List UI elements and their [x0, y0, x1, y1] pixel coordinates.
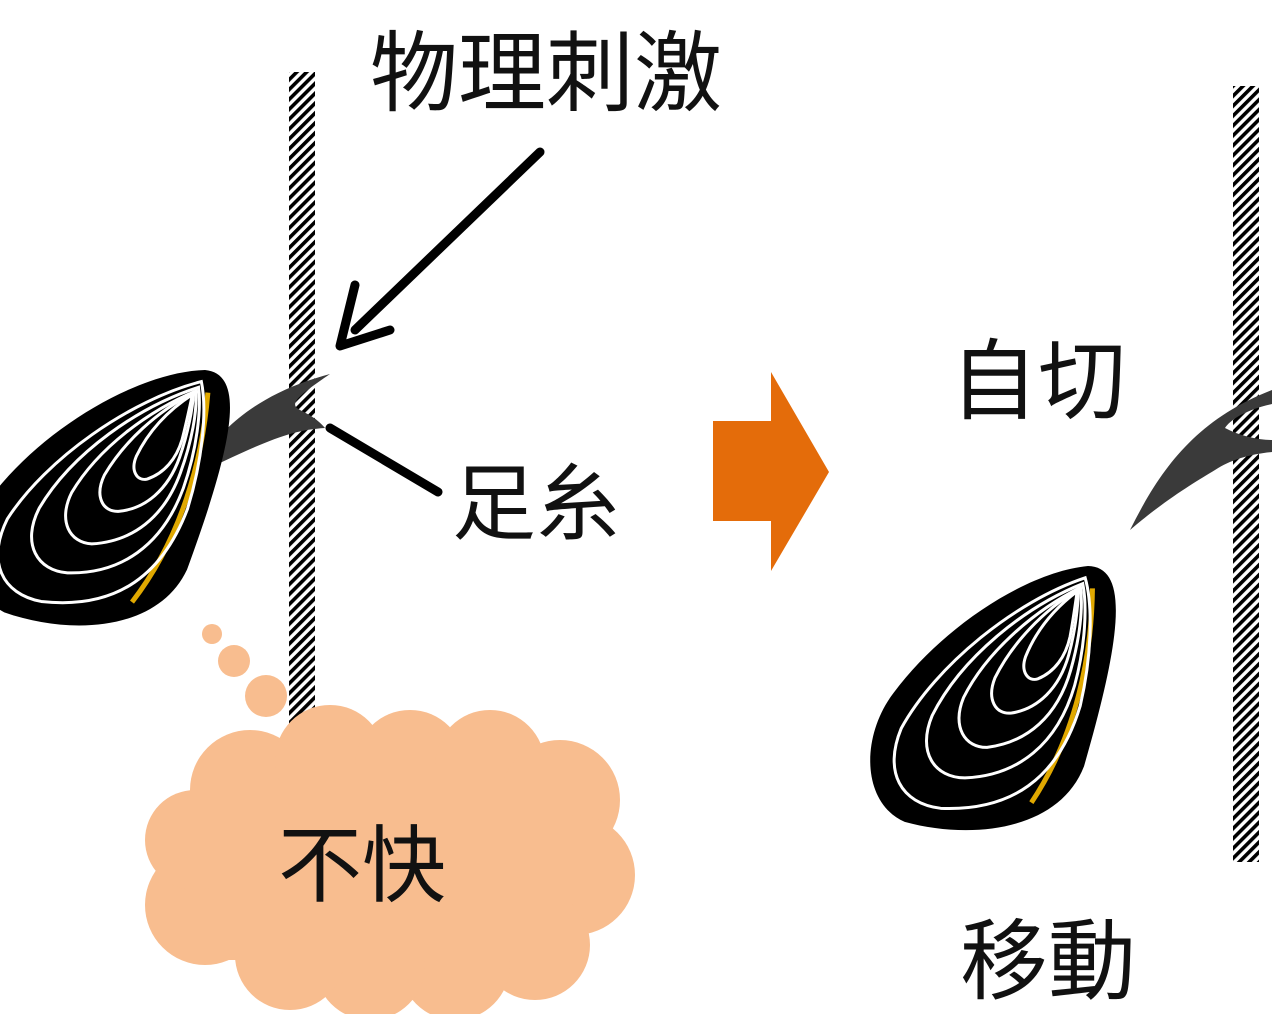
right-mussel-icon — [866, 552, 1120, 840]
byssus-leader-line — [325, 423, 443, 497]
left-byssus — [205, 374, 330, 470]
autotomy-label: 自切 — [950, 330, 1127, 433]
thought-dot-large — [245, 675, 287, 717]
physical-stimulus-label: 物理刺激 — [370, 22, 723, 125]
right-arrow-icon — [713, 372, 829, 571]
right-byssus — [1130, 390, 1272, 530]
stimulus-arrow — [350, 147, 545, 335]
thought-dot-medium — [218, 645, 250, 677]
stimulus-arrowhead — [335, 280, 395, 351]
movement-label: 移動 — [960, 910, 1137, 1013]
thought-cloud-icon — [145, 705, 635, 1019]
byssus-label: 足糸 — [452, 455, 621, 553]
right-wall — [1233, 86, 1259, 862]
left-mussel-icon — [0, 342, 236, 645]
unpleasant-label: 不快 — [278, 817, 447, 915]
thought-dot-small — [202, 624, 222, 644]
